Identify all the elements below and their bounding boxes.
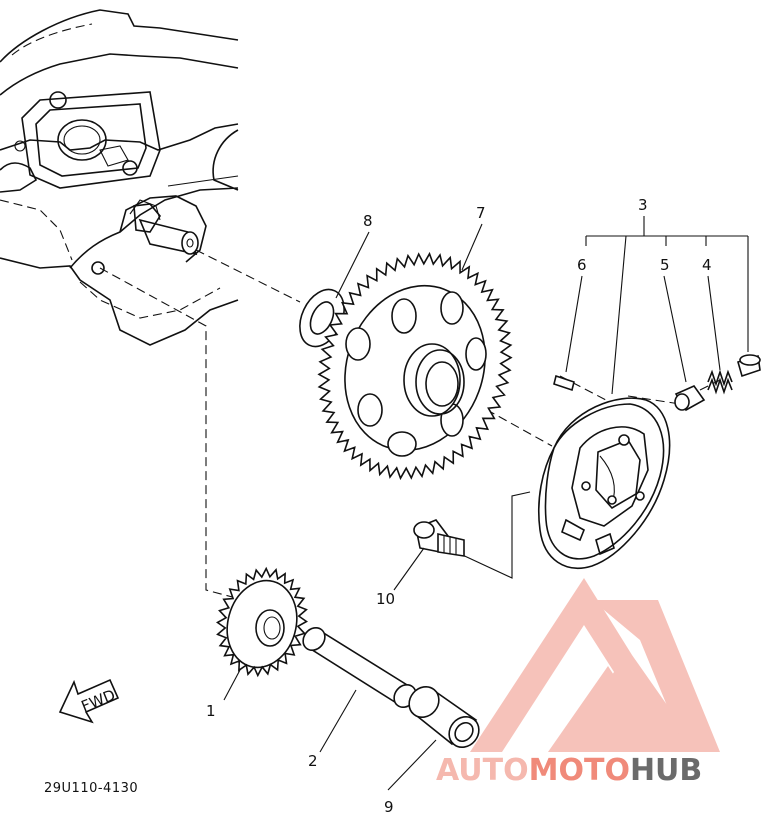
label-part-3: 3 xyxy=(638,196,648,214)
bushing-part-9 xyxy=(408,685,480,749)
bolt-part-10 xyxy=(413,519,465,557)
cap-bolt xyxy=(737,354,761,378)
kick-shaft xyxy=(133,203,199,256)
label-part-2: 2 xyxy=(308,752,318,770)
large-gear-part-7 xyxy=(317,251,513,481)
label-part-4: 4 xyxy=(702,256,712,274)
svg-text:AUTOMOTOHUB: AUTOMOTOHUB xyxy=(436,753,702,788)
label-part-1: 1 xyxy=(206,702,216,720)
watermark-part1: AUTO xyxy=(436,753,529,788)
spring-part-4 xyxy=(707,369,733,395)
leader-lines xyxy=(223,216,749,791)
watermark-part3: HUB xyxy=(630,753,702,788)
fwd-arrow-icon: FWD xyxy=(58,678,120,724)
clutch-housing-part-3 xyxy=(537,397,671,570)
label-part-8: 8 xyxy=(363,212,373,230)
engine-case xyxy=(0,9,239,346)
label-part-5: 5 xyxy=(660,256,670,274)
watermark-logo xyxy=(470,578,720,752)
label-part-6: 6 xyxy=(577,256,587,274)
drawing-code: 29U110-4130 xyxy=(44,781,138,796)
part-labels: 8 7 3 6 5 4 10 1 2 9 xyxy=(206,196,712,816)
label-part-10: 10 xyxy=(376,590,395,608)
watermark-part2: MOTO xyxy=(529,753,630,788)
pin-part-6 xyxy=(553,374,575,392)
label-part-9: 9 xyxy=(384,798,394,816)
plunger-part-5 xyxy=(674,385,706,412)
watermark-text: AUTOMOTOHUB xyxy=(436,753,702,788)
small-gear-part-1 xyxy=(215,566,309,678)
label-part-7: 7 xyxy=(476,204,486,222)
shaft-part-2 xyxy=(302,626,417,709)
